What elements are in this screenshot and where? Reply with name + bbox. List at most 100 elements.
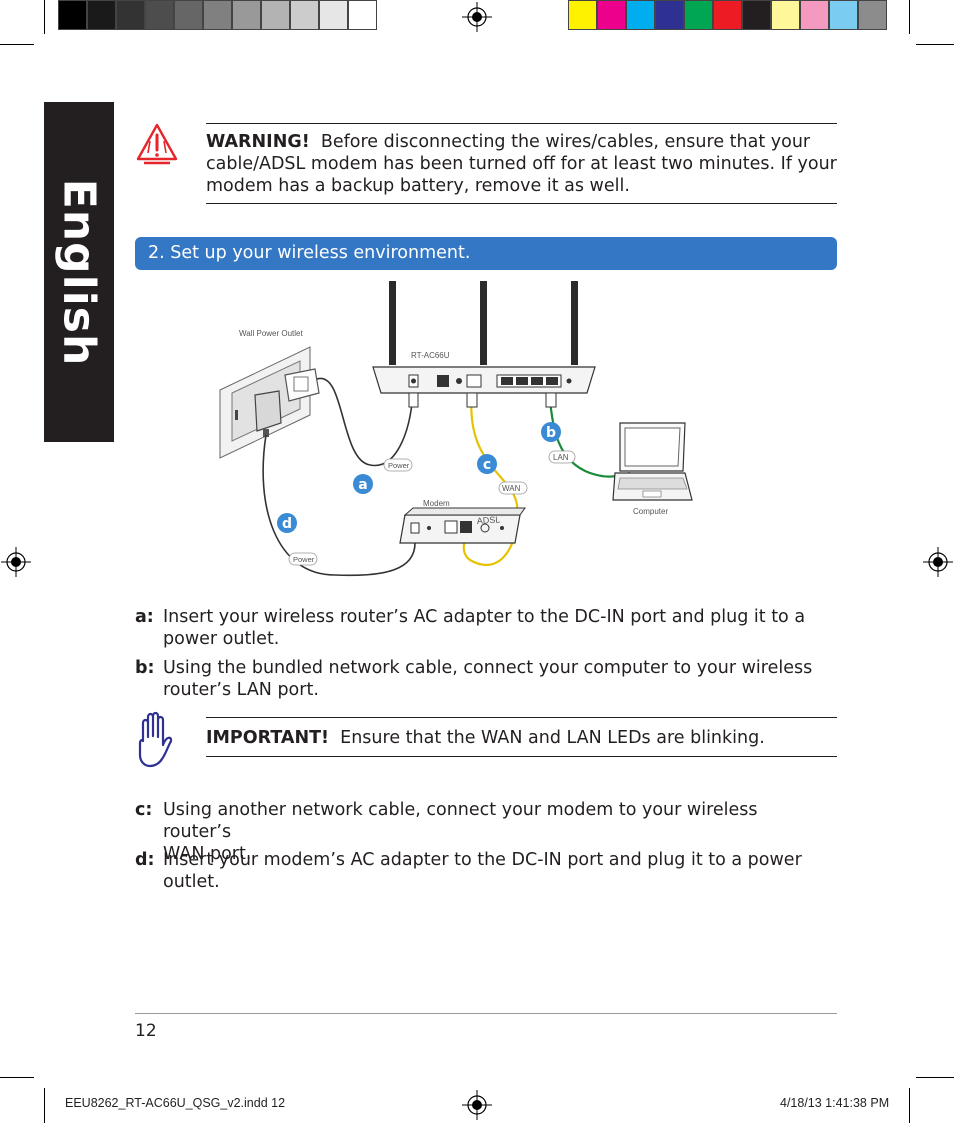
step-c-text: Using another network cable, connect you…: [163, 799, 823, 865]
step-a-letter: a:: [135, 607, 154, 627]
network-setup-diagram: Wall Power Outlet RT-AC66U: [219, 281, 693, 577]
badge-d: d: [282, 516, 292, 532]
modem-label: Modem: [423, 499, 450, 508]
process-swatch: [800, 0, 829, 30]
crop-mark: [909, 1088, 910, 1123]
router-model-label: RT-AC66U: [411, 351, 450, 360]
modem-brand-label: ADSL: [476, 514, 500, 526]
gray-swatch: [145, 0, 174, 30]
badge-a-circle: [353, 474, 373, 494]
process-swatch: [597, 0, 626, 30]
process-swatch: [655, 0, 684, 30]
crop-mark: [909, 0, 910, 34]
step-b-line-1: Using the bundled network cable, connect…: [163, 658, 813, 678]
router-rt-ac66u: [372, 366, 596, 394]
router-antenna-left: [389, 281, 396, 365]
step-d-line-1: Insert your modem’s AC adapter to the DC…: [163, 850, 802, 870]
badge-a: a: [358, 477, 367, 493]
page-number: 12: [135, 1021, 157, 1041]
badge-c-circle: [477, 454, 497, 474]
warning-heading: WARNING!: [206, 132, 310, 152]
gray-swatch: [116, 0, 145, 30]
registration-mark-bottom: [462, 1090, 492, 1120]
warning-line-1: WARNING! Before disconnecting the wires/…: [206, 131, 810, 153]
step-d-letter: d:: [135, 850, 155, 870]
important-top-rule: [206, 717, 837, 718]
process-swatch: [713, 0, 742, 30]
modem-power-label: Power: [293, 555, 315, 564]
crop-mark: [0, 44, 34, 45]
lan-label: LAN: [553, 453, 569, 462]
warning-line-2: cable/ADSL modem has been turned off for…: [206, 154, 837, 174]
important-text: Ensure that the WAN and LAN LEDs are bli…: [340, 728, 765, 748]
badge-c: c: [483, 457, 491, 473]
process-swatch: [626, 0, 655, 30]
gray-swatch: [203, 0, 232, 30]
badge-b-circle: [541, 422, 561, 442]
step-d-text: Insert your modem’s AC adapter to the DC…: [163, 849, 823, 893]
language-side-tab: [44, 102, 114, 442]
warning-bottom-rule: [206, 203, 837, 204]
crop-mark: [44, 0, 45, 34]
crop-mark: [916, 1077, 954, 1078]
hand-stop-icon: [138, 711, 173, 768]
warning-line-3: modem has a backup battery, remove it as…: [206, 176, 630, 196]
gray-swatch: [174, 0, 203, 30]
gray-swatch: [87, 0, 116, 30]
registration-mark-right: [923, 547, 953, 577]
computer-label: Computer: [633, 507, 668, 516]
step-b-letter: b:: [135, 658, 155, 678]
step-a-line-1: Insert your wireless router’s AC adapter…: [163, 607, 806, 627]
step-a-text: Insert your wireless router’s AC adapter…: [163, 606, 823, 650]
step-d-line-2: outlet.: [163, 872, 220, 892]
process-swatch: [684, 0, 713, 30]
important-bottom-rule: [206, 756, 837, 757]
gray-swatch: [348, 0, 377, 30]
wan-label: WAN: [502, 484, 521, 493]
slug-filename: EEU8262_RT-AC66U_QSG_v2.indd 12: [65, 1096, 286, 1110]
gray-swatch: [261, 0, 290, 30]
process-swatch: [771, 0, 800, 30]
crop-mark: [44, 1088, 45, 1123]
router-power-adapter: [284, 368, 320, 402]
language-side-tab-label: English: [44, 102, 114, 442]
modem-power-cable: [262, 434, 416, 577]
router-power-cable: [316, 377, 414, 467]
warning-top-rule: [206, 123, 837, 124]
gray-color-bar: [58, 0, 377, 32]
process-color-bar: [568, 0, 887, 32]
step-b-text: Using the bundled network cable, connect…: [163, 657, 823, 701]
step-c-line-1: Using another network cable, connect you…: [163, 800, 758, 842]
important-heading: IMPORTANT!: [206, 728, 330, 748]
footer-rule: [135, 1013, 837, 1014]
router-antenna-middle: [480, 281, 487, 365]
step-c-letter: c:: [135, 800, 153, 820]
gray-swatch: [290, 0, 319, 30]
language-label: English: [53, 178, 105, 366]
process-swatch: [742, 0, 771, 30]
adsl-modem: [399, 507, 526, 544]
process-swatch: [568, 0, 597, 30]
lan-cable: [547, 392, 631, 478]
warning-icon: [136, 123, 178, 165]
badge-d-circle: [277, 513, 297, 533]
registration-mark-top: [462, 2, 492, 32]
badge-b: b: [546, 425, 556, 441]
gray-swatch: [319, 0, 348, 30]
slug-timestamp: 4/18/13 1:41:38 PM: [780, 1096, 890, 1110]
crop-mark: [0, 1077, 34, 1078]
process-swatch: [829, 0, 858, 30]
step-a-line-2: power outlet.: [163, 629, 280, 649]
laptop-computer: [612, 422, 693, 501]
step-b-line-2: router’s LAN port.: [163, 680, 319, 700]
process-swatch: [858, 0, 887, 30]
section-title: 2. Set up your wireless environment.: [148, 243, 471, 263]
registration-mark-left: [1, 547, 31, 577]
crop-mark: [916, 44, 954, 45]
gray-swatch: [58, 0, 87, 30]
router-antenna-right: [571, 281, 578, 365]
wall-outlet-label: Wall Power Outlet: [239, 329, 304, 338]
warning-text-1: Before disconnecting the wires/cables, e…: [320, 132, 811, 152]
section-header-bar: [135, 237, 837, 270]
modem-power-adapter: [254, 390, 282, 437]
